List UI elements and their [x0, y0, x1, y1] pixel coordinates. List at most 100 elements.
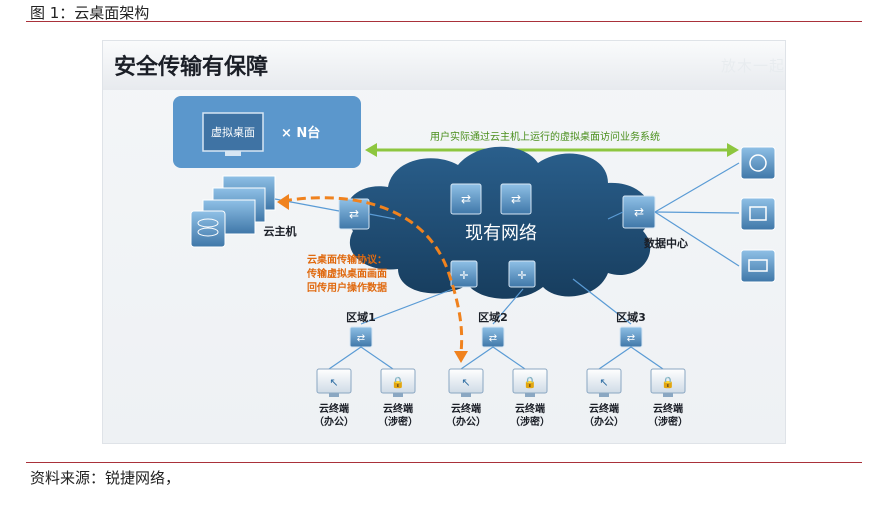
datacenter-group: ⇄ 数据中心 [622, 146, 776, 283]
zone-label: 区域3 [616, 310, 646, 324]
terminal-link [460, 346, 494, 370]
diagram-canvas: 虚拟桌面 × N台 用户实际通过云主机上运行的虚拟桌面访问业务系统 现有网络 ⇄… [173, 96, 776, 428]
access-arrow-label: 用户实际通过云主机上运行的虚拟桌面访问业务系统 [430, 130, 660, 143]
switch-arrows-icon: ⇄ [634, 205, 644, 219]
monitor-stand-icon [225, 151, 241, 156]
terminal-stand-icon [461, 393, 471, 397]
protocol-arrow-down-head [454, 351, 468, 363]
terminal-link [328, 346, 362, 370]
figure-banner: 安全传输有保障 放木一起 [103, 41, 785, 90]
virtual-desktop-group: 虚拟桌面 × N台 [173, 96, 361, 168]
source-note: 资料来源：锐捷网络， [30, 469, 181, 487]
datacenter-link [654, 211, 740, 267]
terminal-type: （涉密） [648, 415, 688, 428]
terminal-name: 云终端 [653, 402, 683, 415]
cloud-shape [345, 146, 651, 299]
cursor-icon: ↖ [461, 376, 470, 389]
lock-icon: 🔒 [661, 376, 675, 389]
router-arrows-icon: ✛ [459, 269, 468, 282]
database-disk-icon [197, 227, 219, 237]
zones-group: 区域1⇄↖云终端（办公）🔒云终端（涉密）区域2⇄↖云终端（办公）🔒云终端（涉密）… [314, 310, 688, 428]
router-icon [508, 260, 536, 288]
protocol-line-1: 云桌面传输协议： [307, 253, 387, 266]
network-cloud: 现有网络 ⇄ ⇄ ✛ ✛ [345, 146, 651, 299]
database-disk-icon [197, 218, 219, 228]
switch-arrows-icon: ⇄ [627, 333, 635, 344]
n-units-label: × N台 [281, 125, 320, 141]
top-rule [26, 21, 862, 22]
terminal-link [598, 346, 632, 370]
terminal-name: 云终端 [589, 402, 619, 415]
folder-icon [749, 206, 767, 221]
terminal-name: 云终端 [319, 402, 349, 415]
host-cloud-link [368, 213, 396, 220]
terminal-name: 云终端 [451, 402, 481, 415]
core-switch-icon [450, 183, 482, 215]
cloud-host-label: 云主机 [264, 224, 297, 238]
access-arrow: 用户实际通过云主机上运行的虚拟桌面访问业务系统 [365, 130, 739, 157]
virtual-desktop-label: 虚拟桌面 [211, 125, 255, 139]
terminal-stand-icon [599, 393, 609, 397]
terminal-link [630, 346, 664, 370]
datacenter-link [654, 162, 740, 213]
switch-arrows-icon: ⇄ [511, 192, 521, 206]
protocol-line-2: 传输虚拟桌面画面 [306, 267, 387, 280]
cloud-datacenter-link [607, 211, 624, 220]
terminal-stand-icon [329, 393, 339, 397]
zone-3: 区域3⇄↖云终端（办公）🔒云终端（涉密） [584, 310, 688, 428]
zone-label: 区域2 [478, 310, 508, 324]
cursor-icon: ↖ [599, 376, 608, 389]
app-server-glyph-icon [749, 154, 767, 172]
green-arrow-left-head [365, 143, 377, 157]
switch-arrows-icon: ⇄ [357, 333, 365, 344]
switch-arrows-icon: ⇄ [461, 192, 471, 206]
zone-label: 区域1 [346, 310, 376, 324]
printer-icon [748, 259, 768, 272]
terminal-link [492, 346, 526, 370]
router-icon [450, 260, 478, 288]
terminal-type: （办公） [314, 415, 354, 428]
cursor-icon: ↖ [329, 376, 338, 389]
protocol-line-3: 回传用户操作数据 [307, 281, 387, 294]
protocol-arrow [277, 194, 468, 363]
zone-link [572, 278, 632, 325]
monitor-icon [202, 112, 264, 152]
zone-link [360, 288, 454, 325]
terminal-stand-icon [393, 393, 403, 397]
zone-link [492, 288, 524, 325]
switch-arrows-icon: ⇄ [489, 333, 497, 344]
cloud-host-group: ⇄ 云主机 [190, 175, 370, 248]
terminal-name: 云终端 [383, 402, 413, 415]
banner-title: 安全传输有保障 [114, 55, 269, 80]
router-arrows-icon: ✛ [517, 269, 526, 282]
green-arrow-right-head [727, 143, 739, 157]
watermark: 放木一起 [720, 57, 785, 75]
file-server-icon [740, 197, 776, 231]
cloud-label: 现有网络 [465, 223, 537, 244]
database-icon [190, 210, 226, 248]
architecture-figure: 安全传输有保障 放木一起 虚拟桌面 × N台 [102, 40, 786, 444]
figure-caption: 图 1：云桌面架构 [30, 4, 150, 22]
terminal-type: （涉密） [510, 415, 550, 428]
bottom-rule [26, 462, 862, 463]
datacenter-label: 数据中心 [644, 236, 688, 250]
datacenter-link [654, 211, 740, 214]
terminal-stand-icon [525, 393, 535, 397]
terminal-type: （涉密） [378, 415, 418, 428]
terminal-type: （办公） [446, 415, 486, 428]
terminal-type: （办公） [584, 415, 624, 428]
core-switch-icon [500, 183, 532, 215]
app-server-icon [740, 146, 776, 180]
zone-2: 区域2⇄↖云终端（办公）🔒云终端（涉密） [446, 310, 550, 428]
print-server-icon [740, 249, 776, 283]
lock-icon: 🔒 [523, 376, 537, 389]
lock-icon: 🔒 [391, 376, 405, 389]
switch-arrows-icon: ⇄ [349, 207, 359, 221]
protocol-dashed-path [282, 196, 464, 354]
terminal-link [360, 346, 394, 370]
terminal-name: 云终端 [515, 402, 545, 415]
virtual-desktop-panel [173, 96, 361, 168]
zone-1: 区域1⇄↖云终端（办公）🔒云终端（涉密） [314, 310, 418, 428]
terminal-stand-icon [663, 393, 673, 397]
protocol-arrow-left-head [277, 194, 289, 210]
